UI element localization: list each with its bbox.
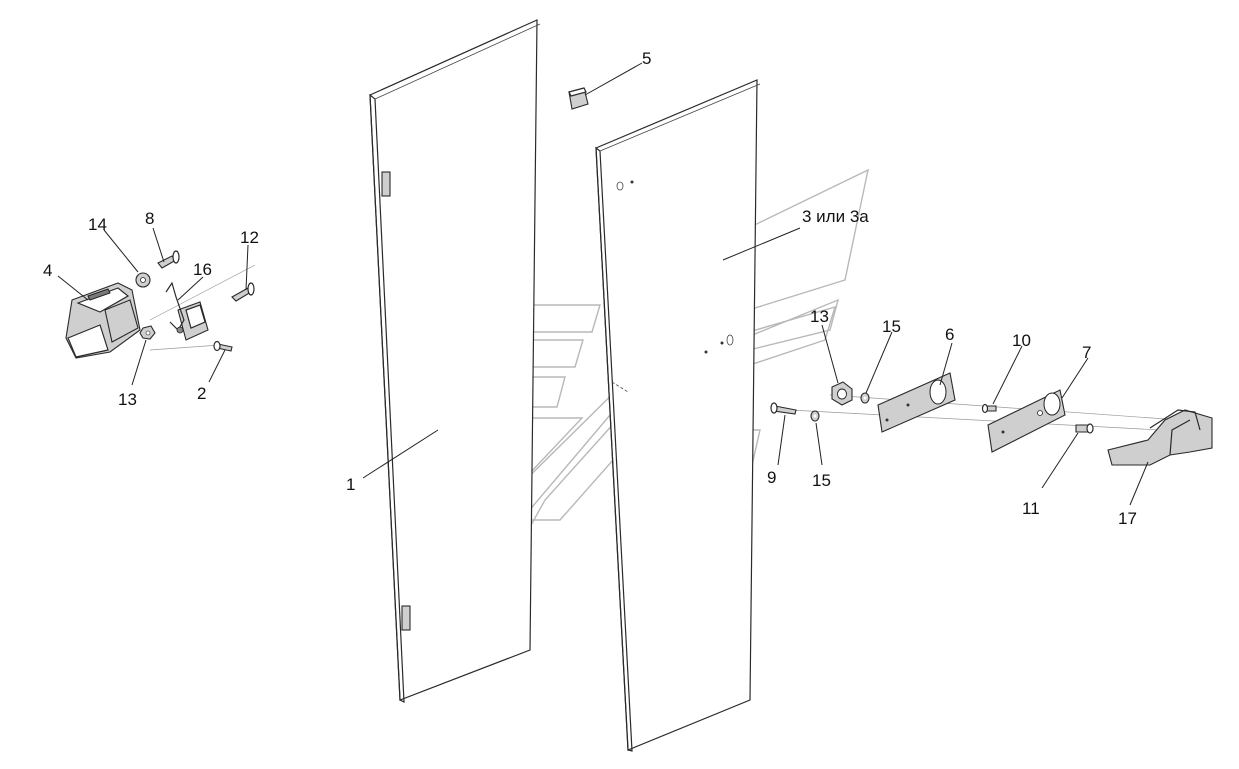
callout-12: 12	[240, 228, 259, 247]
callout-15-lower: 15	[812, 471, 831, 490]
callout-4: 4	[43, 261, 52, 280]
door-panel-1	[369, 19, 541, 703]
part-15-washer-upper	[860, 392, 870, 404]
leader-lines	[57, 62, 1149, 506]
callout-11: 11	[1022, 499, 1040, 518]
part-9-bolt	[770, 402, 797, 415]
callout-8: 8	[145, 209, 154, 228]
assembly-axis-lines	[149, 264, 1181, 431]
callout-14: 14	[88, 215, 107, 234]
callout-5: 5	[642, 49, 651, 68]
part-13-nut-right	[831, 381, 853, 406]
callout-15-upper: 15	[882, 317, 901, 336]
part-8-bolt	[157, 250, 180, 269]
part-4-lock-housing	[65, 282, 141, 359]
hinge-upper	[381, 171, 391, 197]
part-2-screw	[213, 340, 233, 352]
part-14-washer	[135, 272, 151, 288]
part-6-plate	[877, 372, 956, 433]
callout-10: 10	[1012, 331, 1031, 350]
callout-3: 3 или 3а	[802, 207, 869, 226]
part-13-nut-left	[139, 325, 156, 340]
callout-17: 17	[1118, 509, 1137, 528]
callout-13-left: 13	[118, 390, 137, 409]
part-10-screw	[981, 403, 997, 414]
door-panel-3	[595, 79, 761, 752]
hinge-lower	[401, 605, 411, 631]
callout-6: 6	[945, 325, 954, 344]
callout-2: 2	[197, 384, 206, 403]
part-15-washer-lower	[810, 410, 820, 422]
part-17-handle	[1107, 409, 1213, 466]
callout-7: 7	[1082, 343, 1091, 362]
callout-labels: 1 2 3 или 3а 4 5 6 7 8 9 10 11 12 13 13 …	[43, 49, 1137, 528]
part-16-latch	[165, 281, 209, 341]
callout-1: 1	[346, 475, 355, 494]
callout-16: 16	[193, 260, 212, 279]
callout-9: 9	[767, 468, 776, 487]
part-7-plate	[987, 389, 1066, 453]
part-12-bolt	[231, 282, 255, 302]
callout-13-right: 13	[810, 307, 829, 326]
part-5-block	[568, 87, 589, 110]
part-11-screw	[1075, 423, 1094, 434]
